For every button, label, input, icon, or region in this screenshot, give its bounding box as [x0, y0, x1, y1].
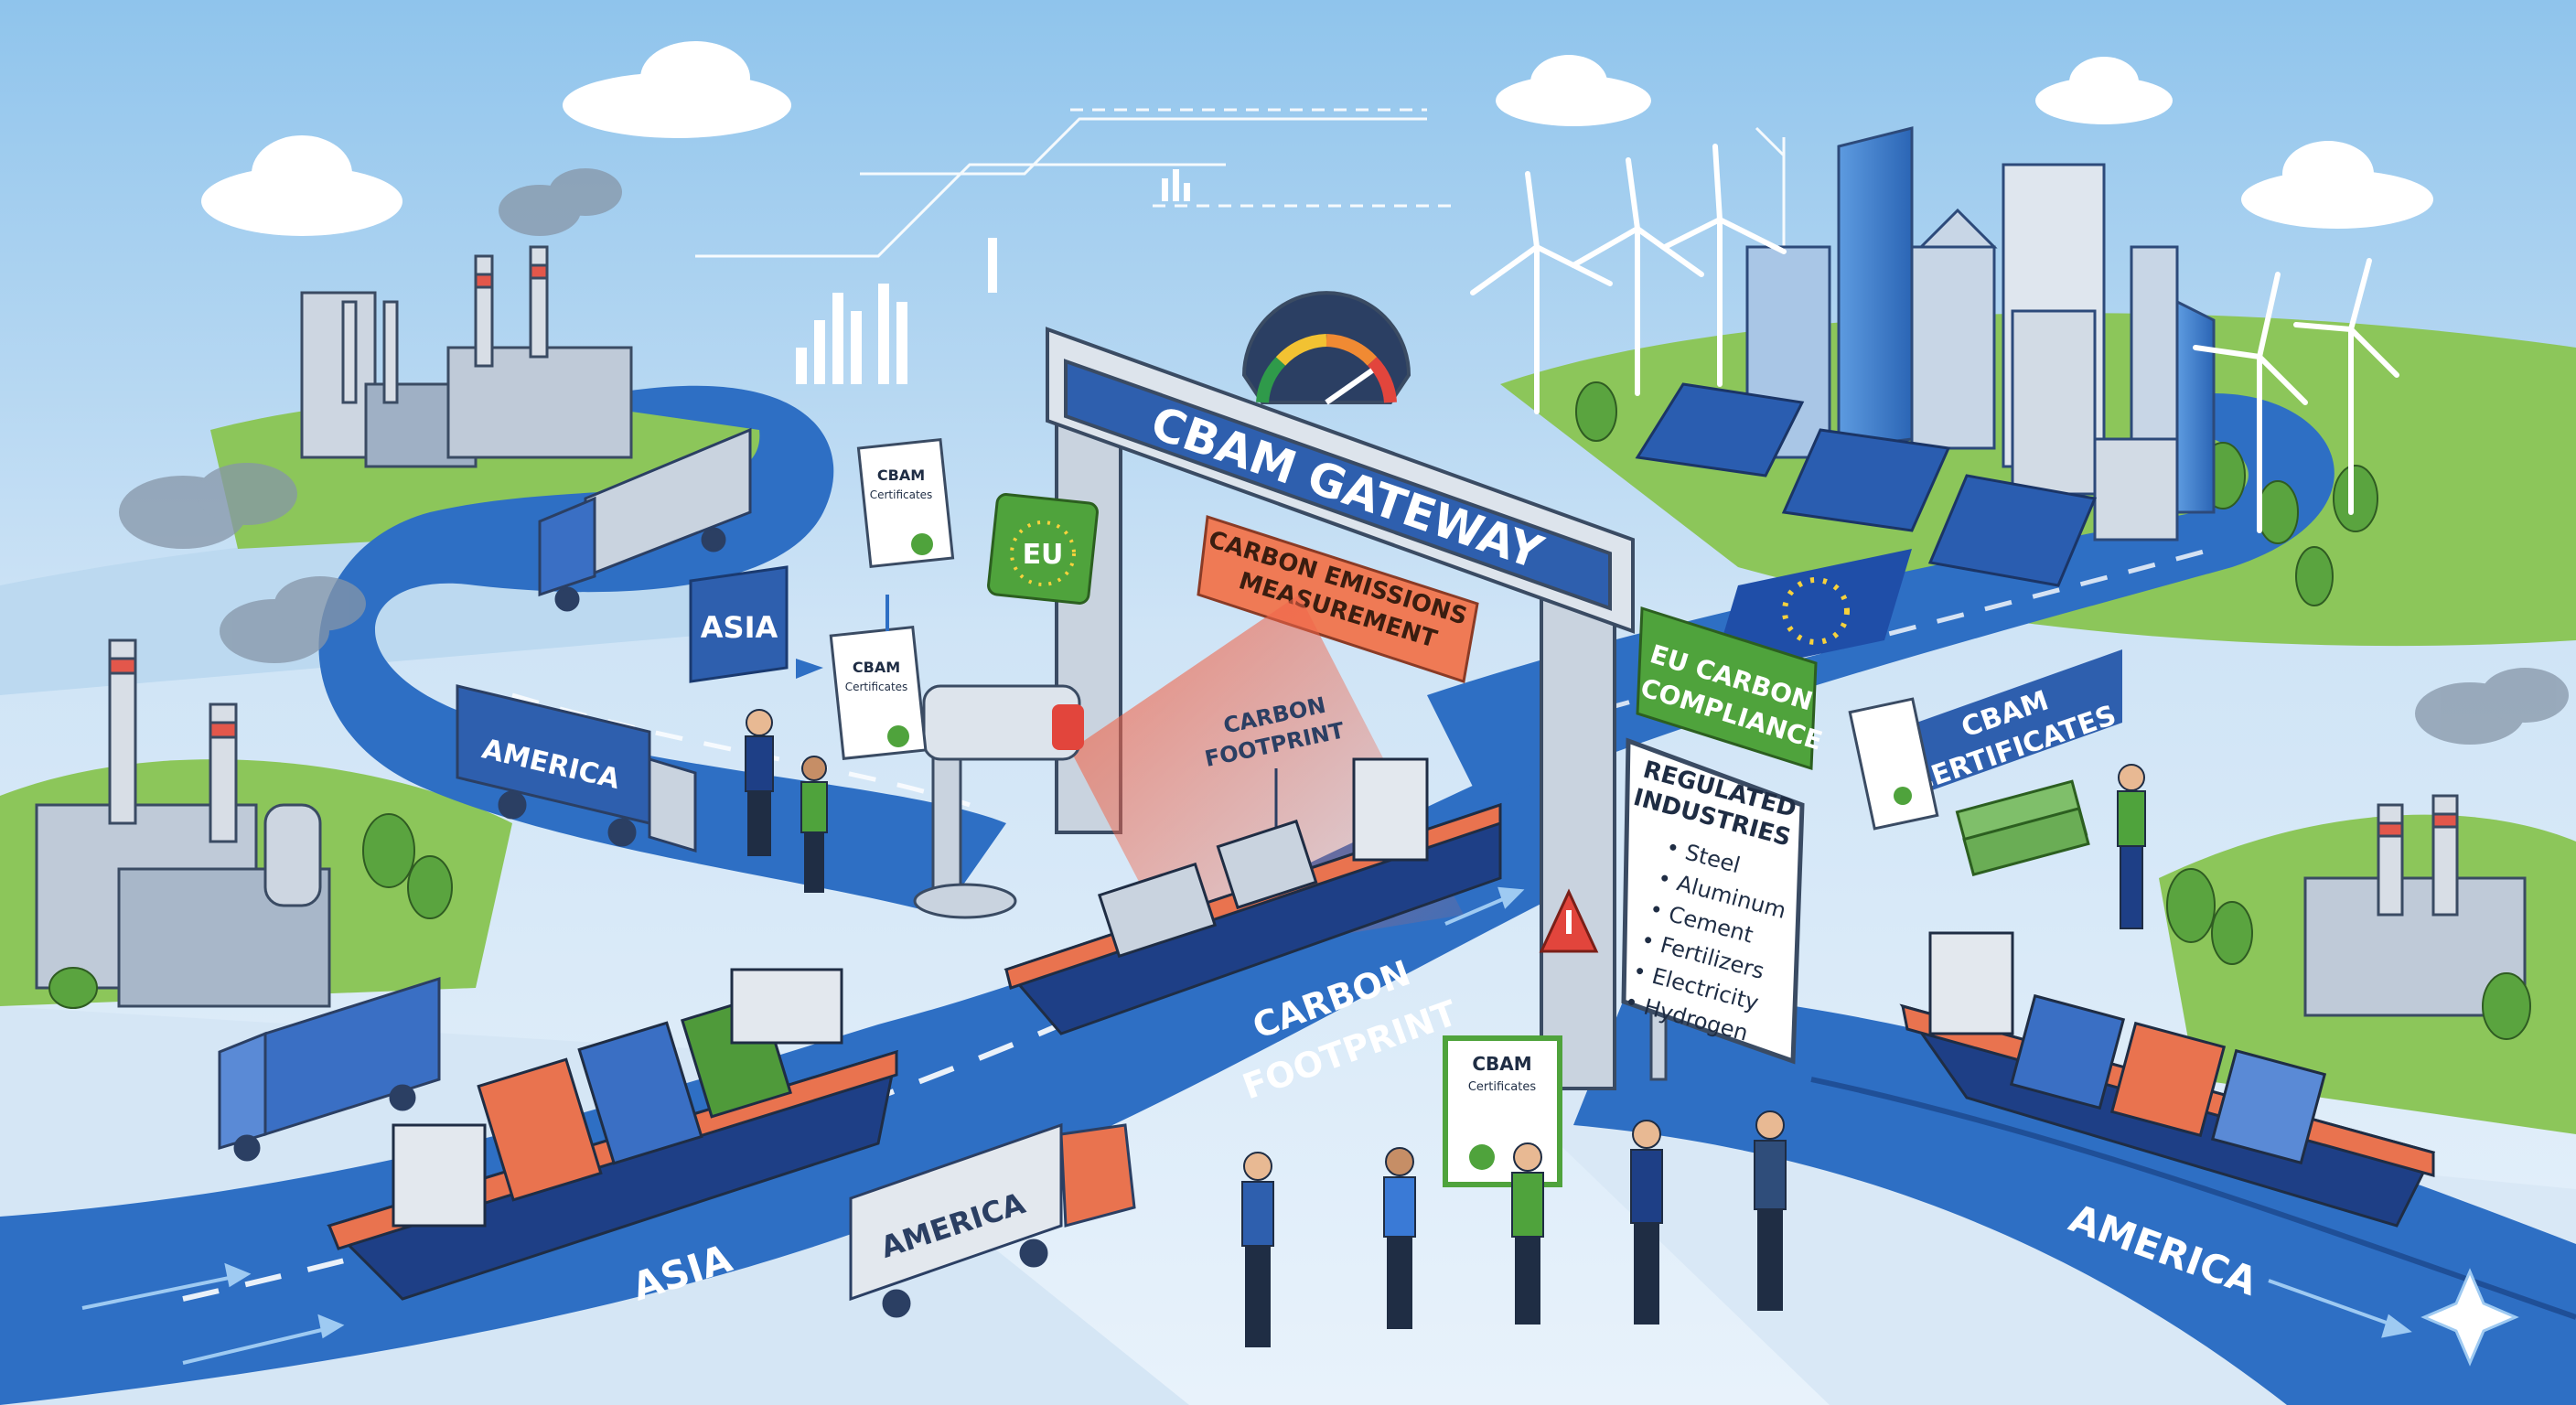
factory-left: [35, 638, 331, 1008]
eu-badge: EU: [987, 493, 1099, 605]
smoke: [119, 168, 2569, 745]
asia-sign-label: ASIA: [701, 610, 778, 645]
clouds: [201, 41, 2433, 236]
eu-badge-label: EU: [1023, 539, 1064, 571]
certificate-doc-top: CBAM Certificates: [856, 438, 955, 568]
certificate-doc-top-sub: Certificates: [870, 488, 933, 501]
truck-top: [538, 427, 752, 612]
sparkle-icon: [2420, 1268, 2519, 1367]
warning-icon: [1539, 888, 1599, 953]
certificate-board-title: CBAM: [1472, 1053, 1531, 1075]
asia-sign-arrow: [796, 659, 823, 679]
asia-sign: ASIA: [689, 565, 789, 683]
truck-america-top: [456, 684, 697, 853]
certificate-doc-top-title: CBAM: [877, 467, 925, 484]
regulated-industries-board: [1621, 737, 1805, 1081]
wind-turbines: [1470, 144, 2399, 533]
certificate-doc-mid: CBAM Certificates: [829, 626, 928, 760]
people: [745, 709, 2146, 1347]
ship-right: [1899, 931, 2436, 1228]
certificate-board-bottom: CBAM Certificates: [1443, 1035, 1562, 1187]
ship-center: [1004, 757, 1502, 1035]
ship-left: [327, 968, 898, 1301]
factory-right: [2303, 794, 2527, 1017]
certificate-doc-mid-title: CBAM: [853, 659, 900, 676]
certificate-doc-mid-sub: Certificates: [845, 681, 908, 693]
emissions-gauge: [1256, 334, 1397, 405]
truck-left: [218, 976, 441, 1162]
solar-panels: [1635, 382, 2098, 587]
data-lines: [695, 108, 1786, 265]
road-arrows: [81, 886, 2412, 1365]
factory-top-left: [300, 245, 633, 468]
certificate-board-sub: Certificates: [1468, 1080, 1537, 1094]
money-stack: [1955, 779, 2090, 876]
truck-america-bottom: [849, 1122, 1136, 1318]
certificate-doc-right: [1848, 697, 1939, 831]
mini-bar-chart: [796, 169, 1190, 384]
